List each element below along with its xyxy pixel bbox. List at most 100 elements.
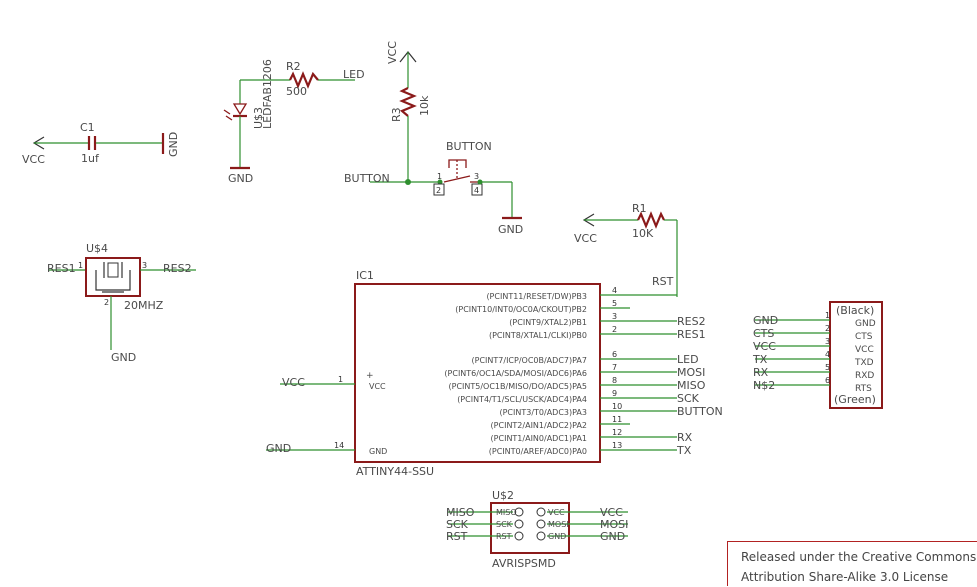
isp-pin-name: MOSI bbox=[548, 520, 569, 529]
isp-pin-circle bbox=[536, 531, 546, 541]
ic1-pin-name: (PCINT2/AIN1/ADC2)PA2 bbox=[491, 421, 587, 430]
ic1-net-label: MISO bbox=[677, 379, 706, 392]
ic1-pin-number: 10 bbox=[612, 402, 622, 411]
ic1-pin-name: (PCINT3/T0/ADC3)PA3 bbox=[499, 408, 587, 417]
capacitor-c1: VCC C1 1uf GND bbox=[22, 121, 180, 166]
r1-net-label: RST bbox=[652, 275, 674, 288]
ftdi-pin-name: GND bbox=[855, 319, 876, 329]
ftdi-net-label: GND bbox=[753, 314, 778, 327]
isp-net-label: MOSI bbox=[600, 518, 628, 531]
isp-pin-circle bbox=[536, 519, 546, 529]
button-ref-label: BUTTON bbox=[446, 140, 492, 153]
u4-value-label: 20MHZ bbox=[124, 299, 164, 312]
isp-pin-circle bbox=[514, 507, 524, 517]
ic1-attiny44: IC1 ATTINY44-SSU + VCC 1 VCC GND 14 GND … bbox=[266, 269, 723, 478]
ic1-pin-name: (PCINT10/INT0/OC0A/CKOUT)PB2 bbox=[455, 305, 587, 314]
resistor-zigzag-icon bbox=[289, 71, 319, 89]
isp-net-label: GND bbox=[600, 530, 625, 543]
ftdi-body bbox=[829, 301, 883, 409]
ic1-net-label: RES1 bbox=[677, 328, 706, 341]
ic1-right-pins: (PCINT11/RESET/DW)PB3 4 (PCINT10/INT0/OC0A… bbox=[444, 286, 722, 457]
crystal-icon bbox=[107, 262, 119, 278]
isp-ref-label: U$2 bbox=[492, 489, 514, 502]
u4-pin-3: 3 bbox=[142, 261, 147, 270]
c1-gnd-label: GND bbox=[167, 132, 180, 157]
led-ref-label: U$3 bbox=[252, 107, 265, 129]
ftdi-pin-number: 4 bbox=[825, 350, 830, 359]
ftdi-pin-number: 3 bbox=[825, 337, 830, 346]
r2-value-label: 500 bbox=[286, 85, 307, 98]
ftdi-pin-name: CTS bbox=[855, 332, 873, 342]
ic1-pin-name: (PCINT6/OC1A/SDA/MOSI/ADC6)PA6 bbox=[444, 369, 587, 378]
pushbutton: 1 2 3 4 BUTTON BUTTON GND bbox=[344, 140, 523, 236]
isp-part-label: AVRISPSMD bbox=[492, 557, 556, 570]
led-u3: U$3 LEDFAB1206 GND bbox=[223, 59, 290, 185]
ftdi-bottom-label: (Green) bbox=[834, 393, 876, 406]
ic1-left-pin-1: 1 bbox=[338, 375, 343, 384]
vcc-top-label: VCC bbox=[386, 41, 399, 64]
ftdi-pin-name: RTS bbox=[855, 384, 872, 394]
resonator-u4: U$4 RES1 RES2 1 2 3 20MHZ GND bbox=[47, 242, 196, 364]
ic1-pin-name: (PCINT11/RESET/DW)PB3 bbox=[486, 292, 587, 301]
isp-net-label: MISO bbox=[446, 506, 475, 519]
ic1-pin-name: (PCINT8/XTAL1/CLKI)PB0 bbox=[489, 331, 587, 340]
ic1-net-label: RES2 bbox=[677, 315, 706, 328]
ic1-ref-label: IC1 bbox=[356, 269, 374, 282]
button-gnd-label: GND bbox=[498, 223, 523, 236]
isp-pin-circle bbox=[536, 507, 546, 517]
isp-body bbox=[490, 502, 570, 554]
ftdi-net-label: VCC bbox=[753, 340, 776, 353]
u4-gnd-label: GND bbox=[111, 351, 136, 364]
u4-res2-label: RES2 bbox=[163, 262, 192, 275]
ftdi-pin-number: 2 bbox=[825, 324, 830, 333]
isp-net-label: SCK bbox=[446, 518, 469, 531]
resistor-r3: VCC R3 10k bbox=[386, 41, 431, 182]
resistor-r2: R2 500 LED bbox=[286, 60, 365, 98]
button-net-label: BUTTON bbox=[344, 172, 390, 185]
isp-pin-name: RST bbox=[496, 532, 512, 541]
ic1-pin-number: 3 bbox=[612, 312, 617, 321]
r1-ref-label: R1 bbox=[632, 202, 647, 215]
ftdi-net-label: TX bbox=[752, 353, 768, 366]
ic1-pin-number: 9 bbox=[612, 389, 617, 398]
ftdi-net-label: N$2 bbox=[753, 379, 775, 392]
led-diode-icon bbox=[232, 103, 248, 116]
led-pkg-label: LEDFAB1206 bbox=[261, 59, 274, 129]
ftdi-top-label: (Black) bbox=[836, 304, 874, 317]
ic1-pin-number: 4 bbox=[612, 286, 617, 295]
button-pin-2: 2 bbox=[436, 186, 441, 195]
license-box: Released under the Creative Commons Attr… bbox=[727, 541, 977, 586]
ic1-left-pin-name-gnd: GND bbox=[369, 447, 387, 456]
ic1-left-pin-name-vcc: VCC bbox=[369, 382, 386, 391]
ic1-body bbox=[354, 283, 601, 463]
u4-ref-label: U$4 bbox=[86, 242, 108, 255]
ic1-left-pin-14: 14 bbox=[334, 441, 344, 450]
c1-ref-label: C1 bbox=[80, 121, 95, 134]
ic1-left-net-vcc: VCC bbox=[282, 376, 305, 389]
junction-dot bbox=[405, 179, 411, 185]
ftdi-pin-number: 6 bbox=[825, 376, 830, 385]
isp-pin-name: VCC bbox=[548, 508, 565, 517]
ic1-pin-number: 12 bbox=[612, 428, 622, 437]
resistor-zigzag-icon bbox=[637, 211, 665, 229]
isp-net-label: VCC bbox=[600, 506, 623, 519]
c1-value-label: 1uf bbox=[81, 152, 100, 165]
ftdi-net-label: RX bbox=[753, 366, 769, 379]
ftdi-pin-name: RXD bbox=[855, 371, 874, 381]
ic1-pin-name: (PCINT9/XTAL2)PB1 bbox=[509, 318, 587, 327]
button-pin-4: 4 bbox=[474, 186, 479, 195]
license-line-1: Released under the Creative Commons bbox=[741, 550, 977, 564]
ic1-net-label: BUTTON bbox=[677, 405, 723, 418]
ic1-net-label: LED bbox=[677, 353, 699, 366]
resistor-r1: VCC R1 10K RST bbox=[574, 202, 678, 297]
ic1-pin-name: (PCINT0/AREF/ADC0)PA0 bbox=[489, 447, 587, 456]
r3-ref-label: R3 bbox=[390, 107, 403, 122]
ftdi-pin-name: VCC bbox=[855, 345, 874, 355]
ic1-pin-number: 7 bbox=[612, 363, 617, 372]
ic1-left-net-gnd: GND bbox=[266, 442, 291, 455]
ic1-pin-name: (PCINT1/AIN0/ADC1)PA1 bbox=[491, 434, 587, 443]
